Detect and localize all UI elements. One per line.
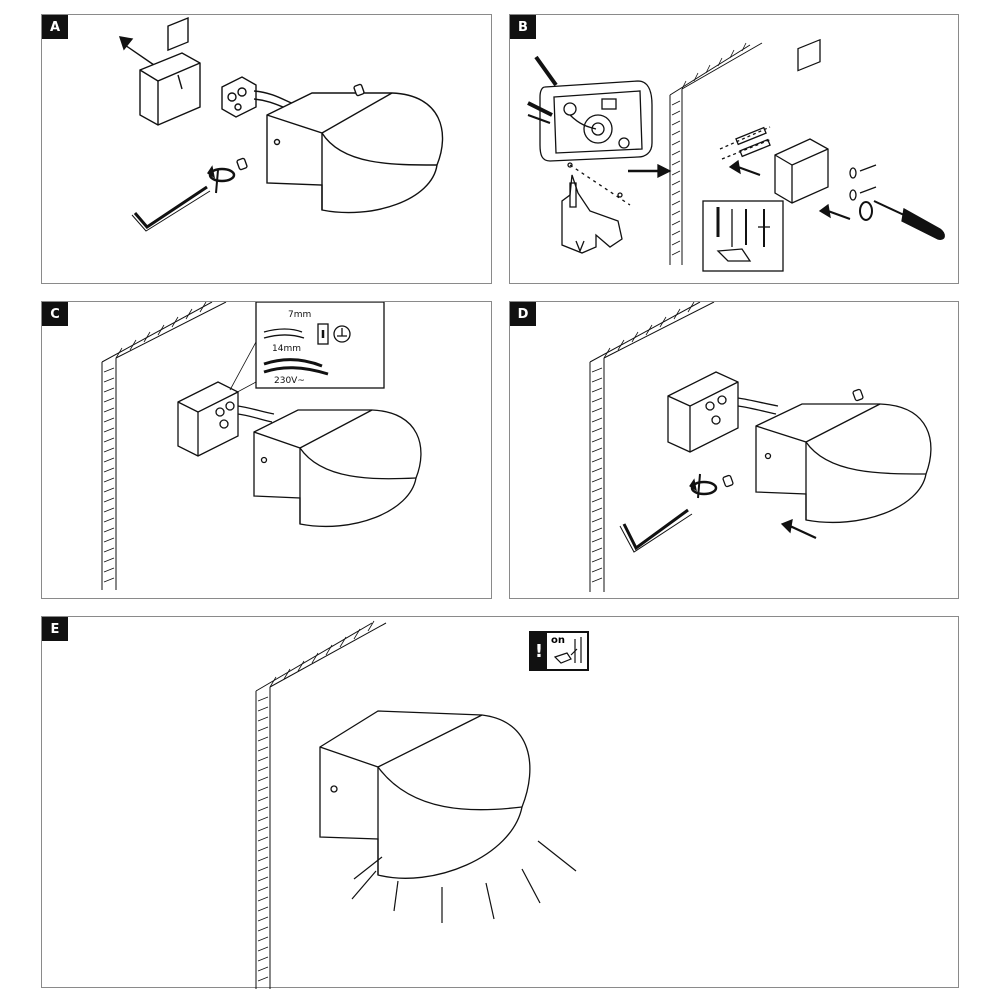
screwdriver-icon (859, 200, 945, 240)
wire-length-label: 14mm (272, 344, 301, 354)
direction-arrow-icon (121, 42, 155, 66)
panel-a: A (41, 14, 492, 284)
drill-icon (561, 174, 623, 254)
panel-e-illustration (255, 620, 577, 989)
terminal-block (221, 76, 257, 118)
panel-e-label: E (42, 617, 68, 641)
panel-e: E (41, 616, 959, 989)
hex-key-icon (622, 508, 689, 551)
wall-hatching (101, 302, 227, 590)
panel-d: D (509, 301, 959, 599)
panel-c: C (41, 301, 492, 599)
hex-key-icon (133, 185, 208, 229)
panel-d-label: D (510, 302, 536, 326)
mounting-bracket (774, 38, 829, 204)
wall-lamp (253, 409, 422, 528)
junction-box-inset (539, 80, 653, 162)
wall-lamp (319, 710, 531, 879)
panel-b-illustration (527, 38, 945, 272)
wiring-detail-inset (229, 302, 385, 397)
switch-on-text: on (551, 635, 565, 646)
wall-hatching (669, 42, 763, 265)
panel-a-illustration (118, 17, 444, 232)
mounting-bracket (139, 17, 201, 126)
wall-hatching (255, 620, 387, 989)
switch-on-note: ! on (529, 631, 589, 671)
voltage-label: 230V~ (274, 376, 305, 386)
panel-b: B (509, 14, 959, 284)
panel-c-label: C (42, 302, 68, 326)
wall-hatching (589, 302, 715, 592)
panel-a-label: A (42, 15, 68, 39)
light-rays (351, 840, 577, 923)
wall-lamp (755, 403, 932, 524)
strip-length-label: 7mm (288, 310, 312, 320)
panel-c-illustration (101, 302, 422, 590)
junction-box (667, 371, 739, 453)
fastener-inset (702, 200, 784, 272)
warning-icon: ! (531, 633, 547, 669)
panel-b-label: B (510, 15, 536, 39)
junction-box (177, 381, 239, 457)
wall-lamp (266, 92, 444, 214)
switch-icon (553, 637, 582, 664)
panel-d-illustration (589, 302, 932, 592)
